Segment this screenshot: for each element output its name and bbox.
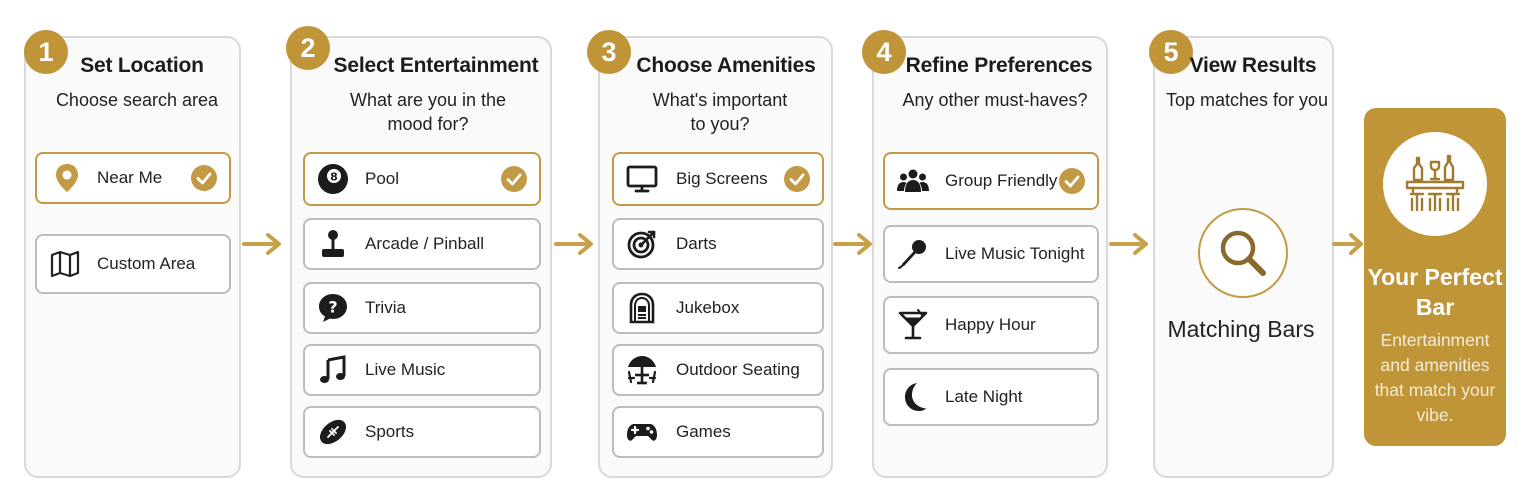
- results-circle: [1198, 208, 1288, 298]
- step-3-subtitle: What's important to you?: [652, 90, 788, 134]
- step-4-title: Refine Preferences: [905, 54, 1093, 77]
- eight-ball-icon: 8: [318, 164, 348, 194]
- checkmark-icon: [191, 165, 217, 191]
- option-live-music[interactable]: Live Music: [303, 344, 541, 396]
- joystick-icon: [322, 230, 344, 257]
- option-label: Group Friendly: [945, 171, 1058, 190]
- tv-icon: [626, 165, 658, 193]
- option-big-screens[interactable]: Big Screens: [612, 152, 824, 206]
- arrow-right-icon: [1332, 233, 1363, 255]
- arrow-right-icon: [833, 233, 872, 255]
- bar-counter-icon: [1405, 154, 1465, 212]
- step-1-badge: 1: [24, 30, 68, 74]
- option-late-night[interactable]: Late Night: [883, 368, 1099, 426]
- bar-icon-circle: [1383, 132, 1487, 236]
- matching-bars-label: Matching Bars: [1167, 316, 1315, 342]
- option-pool[interactable]: 8 Pool: [303, 152, 541, 206]
- checkmark-icon: [501, 166, 527, 192]
- option-outdoor-seating[interactable]: Outdoor Seating: [612, 344, 824, 396]
- option-near-me[interactable]: Near Me: [35, 152, 231, 204]
- option-group-friendly[interactable]: Group Friendly: [883, 152, 1099, 210]
- football-icon: [319, 419, 347, 445]
- jukebox-icon: [629, 292, 655, 324]
- option-label: Outdoor Seating: [676, 360, 800, 379]
- option-label: Games: [676, 422, 731, 441]
- option-games[interactable]: Games: [612, 406, 824, 458]
- svg-text:?: ?: [328, 298, 337, 317]
- option-happy-hour[interactable]: Happy Hour: [883, 296, 1099, 354]
- step-2-title: Select Entertainment: [333, 54, 539, 77]
- step-1-subtitle: Choose search area: [55, 90, 219, 110]
- option-label: Arcade / Pinball: [365, 234, 485, 253]
- step-5-subtitle: Top matches for you: [1165, 90, 1329, 110]
- option-label: Darts: [676, 234, 717, 253]
- option-trivia[interactable]: ? Trivia: [303, 282, 541, 334]
- option-label: Live Music Tonight: [945, 244, 1085, 263]
- location-pin-icon: [56, 164, 78, 192]
- step-2-subtitle: What are you in the mood for?: [349, 90, 507, 134]
- option-label: Jukebox: [676, 298, 740, 317]
- step-5-badge: 5: [1149, 30, 1193, 74]
- perfect-bar-description: Entertainment and amenities that match y…: [1374, 330, 1496, 425]
- option-jukebox[interactable]: Jukebox: [612, 282, 824, 334]
- option-label: Live Music: [365, 360, 446, 379]
- arrow-right-icon: [554, 233, 593, 255]
- checkmark-icon: [1059, 168, 1085, 194]
- music-note-icon: [320, 355, 346, 383]
- perfect-bar-title: Your Perfect Bar: [1367, 264, 1503, 320]
- step-2-badge: 2: [286, 26, 330, 70]
- moon-icon: [905, 383, 927, 411]
- option-live-music-tonight[interactable]: Live Music Tonight: [883, 225, 1099, 283]
- option-label: Pool: [365, 169, 400, 188]
- option-label: Happy Hour: [945, 315, 1036, 334]
- step-3-badge: 3: [587, 30, 631, 74]
- umbrella-table-icon: [627, 356, 657, 385]
- dartboard-icon: [627, 230, 656, 259]
- option-label: Late Night: [945, 387, 1023, 406]
- option-custom-area[interactable]: Custom Area: [35, 234, 231, 294]
- option-label: Big Screens: [676, 169, 768, 188]
- option-sports[interactable]: Sports: [303, 406, 541, 458]
- perfect-bar-card: Your Perfect Bar Entertainment and ameni…: [1364, 108, 1506, 446]
- step-3-title: Choose Amenities: [636, 54, 816, 77]
- arrow-right-icon: [1109, 233, 1148, 255]
- arrow-right-icon: [242, 233, 281, 255]
- step-4-badge: 4: [862, 30, 906, 74]
- step-1-title: Set Location: [80, 54, 204, 77]
- option-darts[interactable]: Darts: [612, 218, 824, 270]
- magnifier-icon: [1220, 230, 1266, 276]
- group-icon: [897, 169, 929, 192]
- gamepad-icon: [627, 424, 657, 441]
- checkmark-icon: [784, 166, 810, 192]
- microphone-icon: [898, 240, 926, 269]
- map-icon: [50, 250, 80, 278]
- step-4-subtitle: Any other must-haves?: [902, 90, 1088, 110]
- option-label: Trivia: [365, 298, 406, 317]
- option-label: Custom Area: [97, 254, 196, 273]
- question-bubble-icon: ?: [319, 294, 347, 322]
- option-arcade-pinball[interactable]: Arcade / Pinball: [303, 218, 541, 270]
- option-label: Near Me: [97, 168, 163, 187]
- step-5-title: View Results: [1189, 54, 1317, 77]
- cocktail-icon: [898, 309, 928, 340]
- option-label: Sports: [365, 422, 415, 441]
- svg-text:8: 8: [330, 171, 338, 184]
